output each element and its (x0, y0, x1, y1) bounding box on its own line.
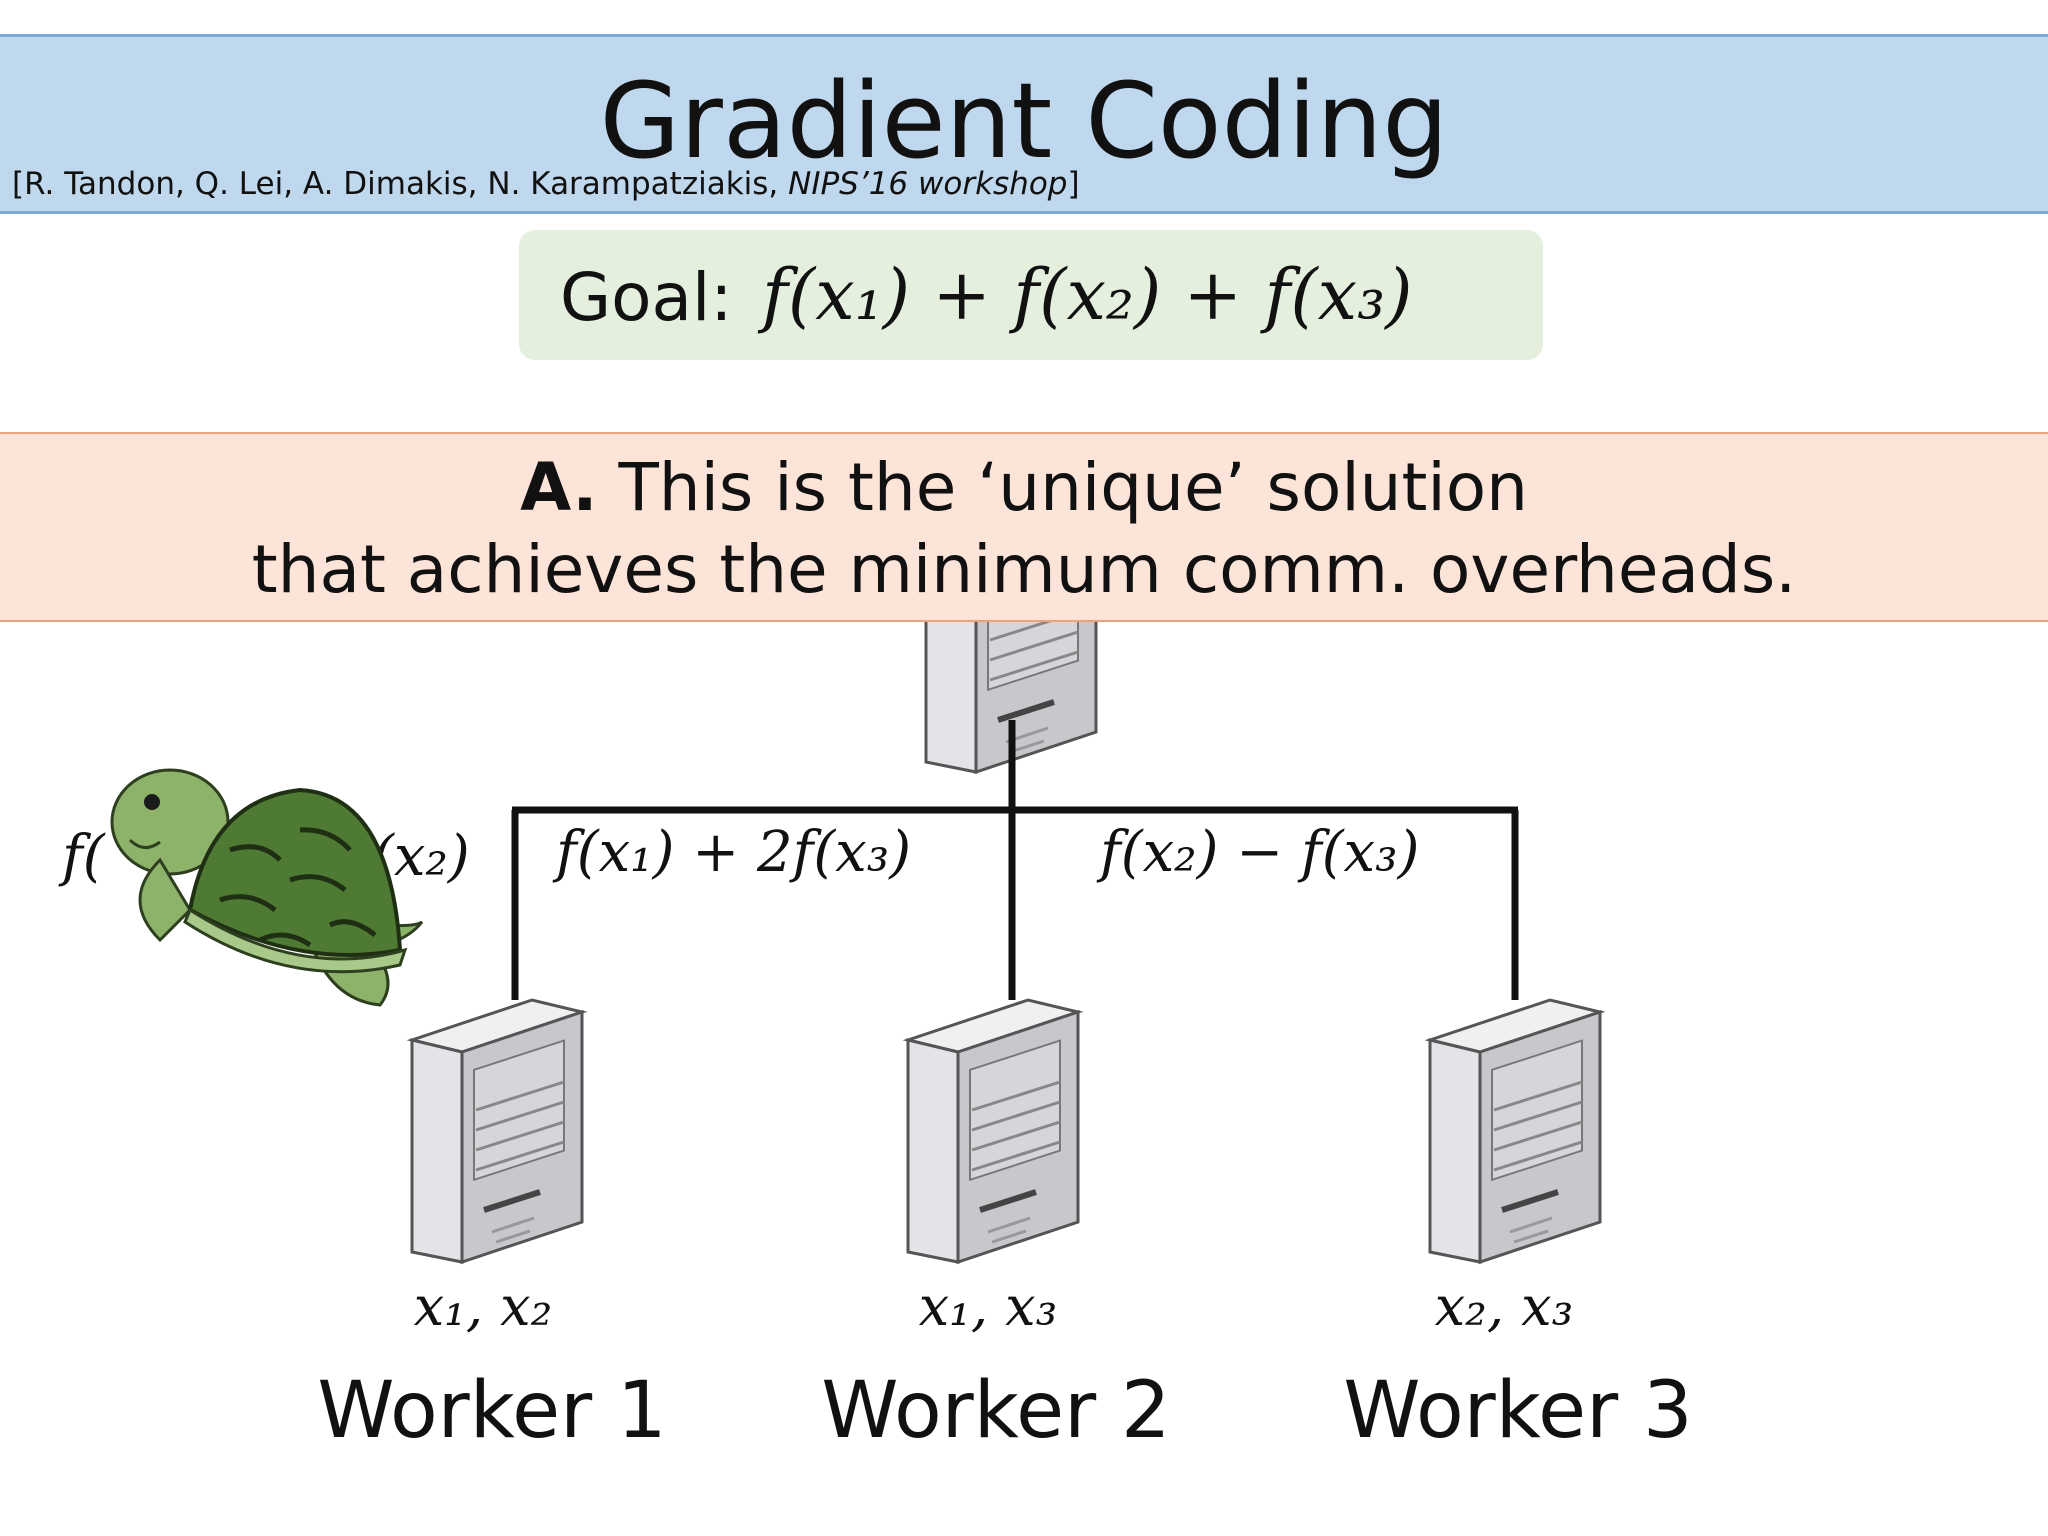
worker-1-data: x₁, x₂ (413, 1275, 553, 1338)
citation-close: ] (1067, 166, 1080, 202)
answer-line-1: A. This is the ‘unique’ solution (0, 446, 2048, 530)
worker-2-label: Worker 2 (821, 1366, 1171, 1456)
goal-formula: f(x₁) + f(x₂) + f(x₃) (762, 254, 1413, 336)
turtle-icon (110, 768, 424, 1007)
worker-2-data: x₁, x₃ (918, 1275, 1058, 1338)
connection-lines (511, 720, 1519, 1000)
answer-prefix: A. (520, 449, 598, 526)
worker-1-server-icon (412, 1000, 582, 1262)
worker-3-data: x₂, x₃ (1434, 1275, 1574, 1338)
citation-authors: [R. Tandon, Q. Lei, A. Dimakis, N. Karam… (12, 166, 789, 202)
edge-label-worker-3: f(x₂) − f(x₃) (1100, 820, 1420, 885)
slide-title: Gradient Coding (599, 60, 1449, 182)
title-band (0, 34, 2048, 214)
goal-box (519, 230, 1543, 360)
worker-3-server-icon (1430, 1000, 1600, 1262)
worker-3-label: Worker 3 (1343, 1366, 1693, 1456)
edge-label-worker-2: f(x₁) + 2f(x₃) (556, 820, 912, 885)
worker-2-server-icon (908, 1000, 1078, 1262)
citation: [R. Tandon, Q. Lei, A. Dimakis, N. Karam… (12, 166, 1080, 202)
edge-label-worker-1-left: f( (62, 824, 105, 889)
answer-text-1: This is the ‘unique’ solution (597, 449, 1528, 526)
worker-1-label: Worker 1 (317, 1366, 667, 1456)
answer-band (0, 432, 2048, 622)
answer-line-2: that achieves the minimum comm. overhead… (251, 531, 1797, 608)
citation-venue: NIPS’16 workshop (788, 166, 1068, 202)
goal-label: Goal: (560, 259, 733, 336)
